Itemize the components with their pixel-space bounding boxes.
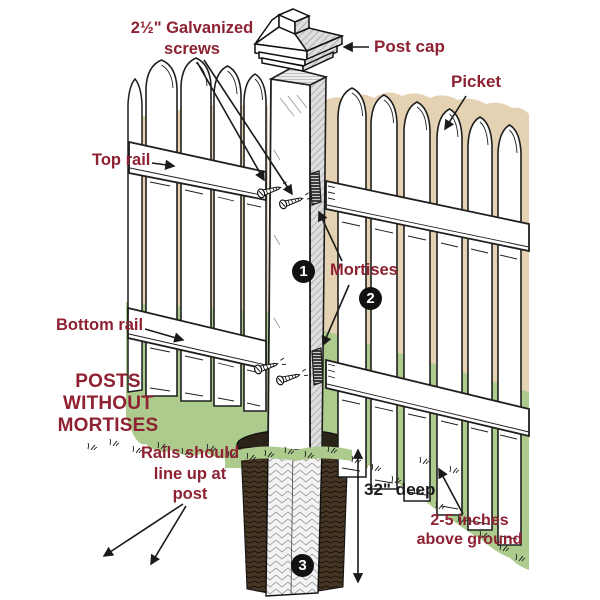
picket (127, 77, 143, 393)
post-cap-label: Post cap (374, 37, 445, 56)
top-rail (128, 140, 267, 202)
mortise-slot-upper (309, 170, 322, 206)
arrow-bottom-rail (144, 328, 185, 343)
arrow-rails-lineup-2 (150, 505, 187, 566)
picket (180, 57, 212, 402)
depth-label: 32" deep (364, 480, 436, 499)
arrow-above-ground (438, 467, 464, 515)
picket (467, 116, 493, 531)
picket (145, 59, 178, 397)
arrow-top-rail (151, 159, 176, 170)
post-hole (236, 429, 354, 594)
screws-label: 2½" Galvanized screws (130, 19, 254, 58)
picket (403, 101, 431, 502)
grass-details (87, 438, 526, 562)
fence-section-left (127, 57, 267, 412)
upper-rail-right (325, 179, 530, 253)
picket (337, 87, 367, 478)
top-rail-label: Top rail (92, 151, 151, 169)
arrow-picket (444, 95, 467, 131)
post-cap (253, 8, 345, 73)
mortise-slot-lower (311, 347, 324, 386)
picket (213, 65, 242, 407)
rails-line-up-label: Rails should line up at post (140, 444, 240, 503)
arrow-mortise-upper (318, 210, 343, 262)
fence-section-right (325, 87, 530, 546)
callout-2: 2 (359, 287, 382, 310)
callout-1: 1 (292, 260, 315, 283)
arrow-rails-lineup-1 (102, 503, 184, 557)
callout-3: 3 (291, 554, 314, 577)
callout-arrows (102, 41, 467, 584)
picket-label: Picket (451, 72, 502, 91)
picket (243, 73, 267, 412)
picket (436, 108, 463, 516)
bottom-rail-label: Bottom rail (56, 316, 144, 334)
above-ground-label: 2-5 inches above ground (416, 512, 523, 548)
fence-post (267, 67, 329, 451)
post-top-face (268, 67, 329, 86)
mortises-label: Mortises (330, 261, 398, 279)
arrow-screws-1 (196, 61, 265, 182)
lower-rail-right (325, 358, 530, 438)
posts-without-mortises-label: POSTS WITHOUT MORTISES (57, 371, 159, 436)
arrow-screws-2 (203, 59, 293, 196)
arrow-mortise-lower (321, 284, 350, 347)
picket (497, 124, 522, 546)
